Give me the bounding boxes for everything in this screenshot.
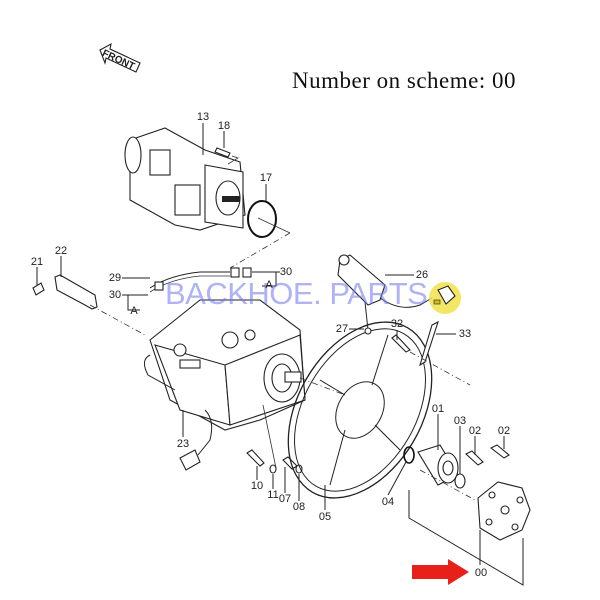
speed-sensor-highlight-icon xyxy=(429,282,461,314)
main-hydraulic-pump-part-23 xyxy=(144,299,346,471)
callout-03: 03 xyxy=(453,415,467,427)
callout-A2: A xyxy=(265,279,273,291)
callout-04: 04 xyxy=(381,496,395,508)
callout-13: 13 xyxy=(196,111,210,123)
callout-21: 21 xyxy=(30,256,44,268)
callout-30a: 30 xyxy=(108,289,122,301)
callout-23: 23 xyxy=(176,438,190,450)
callout-08: 08 xyxy=(292,501,306,513)
bolts-parts-10-11-07-08 xyxy=(246,404,303,501)
callout-A1: A xyxy=(130,305,138,317)
callout-01: 01 xyxy=(431,403,445,415)
callout-22: 22 xyxy=(54,245,68,257)
callout-02b: 02 xyxy=(497,425,511,437)
callout-30b: 30 xyxy=(279,266,293,278)
callout-18: 18 xyxy=(217,120,231,132)
hose-part-29 xyxy=(122,267,280,311)
watermark-text: BACKHOE. PARTS xyxy=(165,276,428,311)
scheme-number-title: Number on scheme: 00 xyxy=(292,68,516,93)
front-arrow-icon xyxy=(99,42,141,73)
o-ring-part-04 xyxy=(387,446,415,496)
bracket-part-22 xyxy=(32,256,146,336)
callout-00: 00 xyxy=(474,567,488,579)
callout-05: 05 xyxy=(318,511,332,523)
coupling-part-00 xyxy=(408,436,531,586)
callout-33: 33 xyxy=(458,328,472,340)
callout-11: 11 xyxy=(267,489,279,501)
callout-29: 29 xyxy=(108,272,122,284)
callout-26: 26 xyxy=(415,269,429,281)
o-ring-part-17 xyxy=(229,184,291,269)
gear-pump-part-13 xyxy=(124,123,246,231)
callout-07: 07 xyxy=(278,493,292,505)
flywheel-housing-plate-part-05 xyxy=(287,321,433,510)
callout-02a: 02 xyxy=(468,425,482,437)
highlight-arrow-icon xyxy=(412,559,469,585)
callout-32: 32 xyxy=(390,318,404,330)
callout-27: 27 xyxy=(335,323,349,335)
solenoid-valve-part-26 xyxy=(337,254,471,386)
callout-17: 17 xyxy=(259,172,273,184)
callout-10: 10 xyxy=(250,480,264,492)
hub-part-01 xyxy=(417,414,466,489)
